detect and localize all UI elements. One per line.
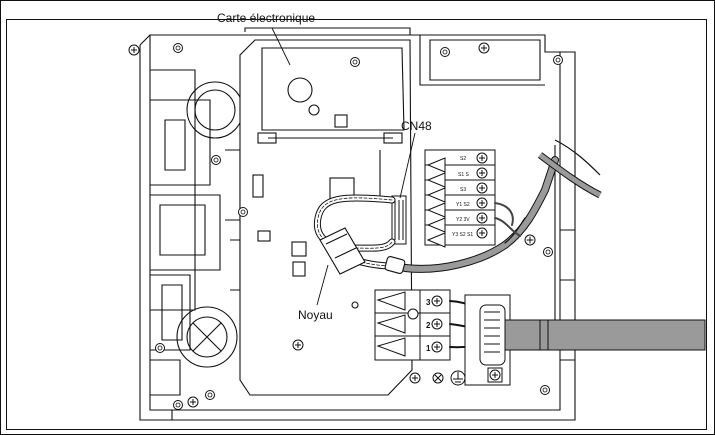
terminal-number-2: 2 <box>426 321 431 330</box>
ground-icon <box>450 370 466 386</box>
ground-terminals <box>409 372 444 384</box>
screw-icon <box>292 339 304 351</box>
label-connector: CN48 <box>401 119 432 133</box>
terminal-number-3: 3 <box>426 298 431 307</box>
tb-marking-1: S2 <box>460 156 466 162</box>
circuit-board <box>239 39 413 396</box>
tb-marking-2: S1 S <box>458 172 470 178</box>
tb-marking-6: Y3 S2 S1 <box>452 232 473 238</box>
wire-harness <box>313 156 559 273</box>
cn48-connector <box>391 195 407 245</box>
terminal-block-upper <box>424 149 496 248</box>
label-board: Carte électronique <box>217 11 315 25</box>
ferrite-core <box>319 227 406 275</box>
leader-lines <box>271 27 416 306</box>
gray-cable-lower <box>504 319 706 351</box>
tb-marking-4: Y1 S2 <box>456 202 470 208</box>
screw-icon <box>128 44 140 56</box>
screw-icon <box>187 396 199 408</box>
upper-block-wires <box>494 202 536 246</box>
screw-icon <box>478 42 490 54</box>
screw-icon <box>409 372 421 384</box>
cable-clamp <box>464 294 511 386</box>
tb-marking-3: S3 <box>460 187 466 193</box>
terminal-number-1: 1 <box>426 344 431 353</box>
gray-cable-upper <box>537 139 602 199</box>
tb-marking-5: Y2 3V <box>456 217 470 223</box>
terminal-block-lower <box>374 289 451 361</box>
label-core: Noyau <box>298 308 333 322</box>
